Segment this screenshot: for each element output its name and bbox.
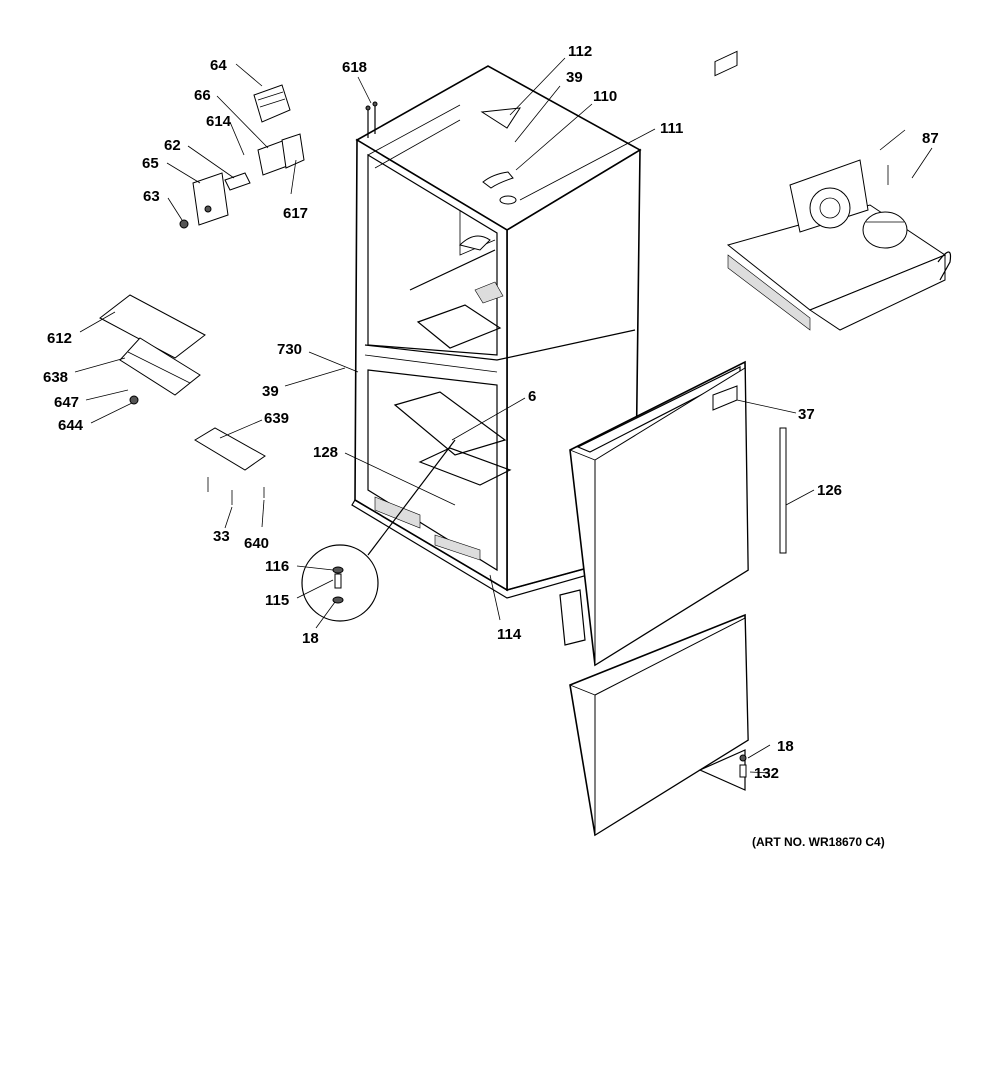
callout-18-leg: 18 [302,630,319,647]
callout-612: 612 [47,330,72,347]
callout-614: 614 [206,113,232,130]
callout-126: 126 [817,482,842,499]
callout-114: 114 [497,626,522,643]
callout-116: 116 [265,558,289,575]
callout-64: 64 [210,57,227,74]
callout-65: 65 [142,155,159,172]
control-housing-parts [179,84,305,229]
drawer-rollers [739,754,747,778]
callout-112: 112 [568,43,592,60]
callout-37: 37 [798,406,815,423]
door-gasket [779,427,787,554]
left-bracket-parts [99,294,266,505]
callout-638: 638 [43,369,68,386]
art-number: (ART NO. WR18670 C4) [752,835,885,849]
machine-compartment [726,129,952,331]
callout-730: 730 [277,341,302,358]
cabinet-case [351,65,642,599]
callout-63: 63 [143,188,160,205]
callout-618: 618 [342,59,367,76]
leader-lines [74,57,933,774]
callout-39-top: 39 [566,69,583,86]
hinge-screws [365,101,378,138]
freezer-drawer [569,613,749,837]
callout-644: 644 [58,417,84,434]
callout-639: 639 [264,410,289,427]
callout-111: 111 [660,120,683,137]
callout-132: 132 [754,765,779,782]
callout-647: 647 [54,394,79,411]
callout-6: 6 [528,388,536,405]
callout-33: 33 [213,528,230,545]
callout-62: 62 [164,137,181,154]
callout-18-roller: 18 [777,738,794,755]
callout-640: 640 [244,535,269,552]
leveling-leg-detail [301,439,456,622]
callout-128: 128 [313,444,338,461]
callout-39-mid: 39 [262,383,279,400]
callout-labels: 64 66 614 62 65 63 617 618 112 39 110 11… [43,43,939,782]
callout-66: 66 [194,87,211,104]
callout-87: 87 [922,130,939,147]
callout-110: 110 [593,88,617,105]
callout-115: 115 [265,592,289,609]
fresh-food-door [559,50,749,667]
callout-617: 617 [283,205,308,222]
